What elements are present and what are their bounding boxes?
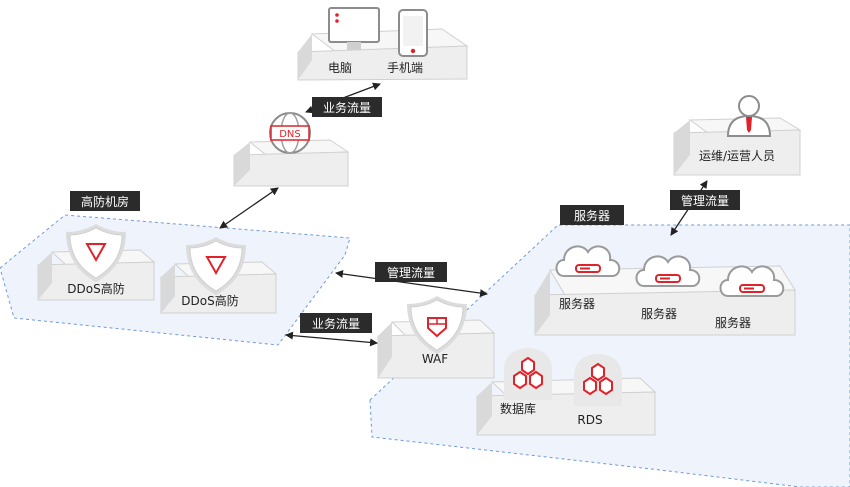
- shield-icon: [65, 223, 127, 283]
- svg-text:管理流量: 管理流量: [681, 193, 729, 208]
- dns-globe-icon: DNS: [269, 112, 311, 154]
- ddos2-label: DDoS高防: [181, 293, 238, 308]
- phone-icon: [398, 9, 428, 57]
- shield-icon: [185, 236, 247, 296]
- monitor-icon: [328, 7, 380, 50]
- tag-high-defense-room: 高防机房: [70, 191, 140, 211]
- tag-mgmt-mid: 管理流量: [375, 262, 447, 282]
- tag-server-zone: 服务器: [560, 205, 624, 225]
- svg-text:服务器: 服务器: [574, 208, 610, 223]
- svg-text:业务流量: 业务流量: [323, 100, 371, 115]
- db-label: 数据库: [500, 401, 536, 416]
- dns-icon-text: DNS: [279, 129, 301, 140]
- ddos1-label: DDoS高防: [67, 281, 124, 296]
- client-platform: [297, 28, 469, 81]
- tag-business-top: 业务流量: [312, 97, 382, 117]
- server3-label: 服务器: [715, 315, 751, 330]
- mobile-label: 手机端: [387, 61, 423, 75]
- svg-text:业务流量: 业务流量: [312, 316, 360, 331]
- database-icon: [503, 347, 553, 401]
- rds-label: RDS: [577, 413, 602, 427]
- pc-label: 电脑: [328, 61, 352, 75]
- arrow-business-waf: [285, 331, 378, 347]
- server2-label: 服务器: [641, 306, 677, 321]
- tag-business-mid: 业务流量: [300, 313, 372, 333]
- server1-label: 服务器: [559, 296, 595, 311]
- arrow-dns-ddos: [219, 187, 279, 229]
- svg-text:管理流量: 管理流量: [387, 265, 435, 280]
- shield-icon: [406, 295, 468, 355]
- database-icon: [573, 353, 623, 407]
- user-icon: [726, 95, 772, 137]
- waf-label: WAF: [422, 352, 448, 366]
- arrow-mgmt: [335, 270, 488, 297]
- ops-label: 运维/运营人员: [699, 149, 775, 163]
- svg-text:高防机房: 高防机房: [81, 194, 129, 209]
- tag-mgmt-ops: 管理流量: [670, 190, 740, 210]
